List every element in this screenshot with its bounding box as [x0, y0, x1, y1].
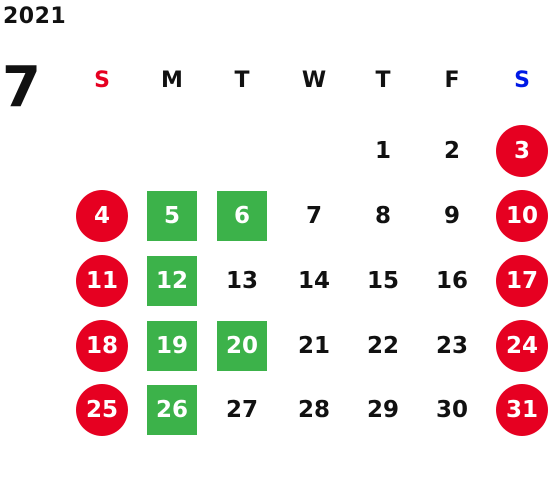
day-12-highlighted: 12 — [147, 256, 197, 306]
weekday-saturday: S — [514, 68, 530, 93]
day-21: 21 — [297, 333, 330, 359]
day-27: 27 — [225, 397, 258, 423]
day-8: 8 — [374, 203, 391, 229]
day-4-holiday: 4 — [76, 190, 128, 242]
day-3-holiday: 3 — [496, 125, 548, 177]
weekday-thursday: T — [375, 68, 391, 93]
day-24-holiday: 24 — [496, 320, 548, 372]
day-19-highlighted: 19 — [147, 321, 197, 371]
day-5-highlighted: 5 — [147, 191, 197, 241]
day-14: 14 — [297, 268, 330, 294]
day-28: 28 — [297, 397, 330, 423]
day-18-holiday: 18 — [76, 320, 128, 372]
day-30: 30 — [435, 397, 468, 423]
day-29: 29 — [366, 397, 399, 423]
day-22: 22 — [366, 333, 399, 359]
day-17-holiday: 17 — [496, 255, 548, 307]
month-number: 7 — [2, 55, 41, 120]
day-13: 13 — [225, 268, 258, 294]
weekday-friday: F — [444, 68, 460, 93]
day-25-holiday: 25 — [76, 384, 128, 436]
day-2: 2 — [443, 138, 460, 164]
day-9: 9 — [443, 203, 460, 229]
weekday-monday: M — [161, 68, 183, 93]
day-23: 23 — [435, 333, 468, 359]
day-6-highlighted: 6 — [217, 191, 267, 241]
day-1: 1 — [374, 138, 391, 164]
day-15: 15 — [366, 268, 399, 294]
weekday-tuesday: T — [234, 68, 250, 93]
weekday-wednesday: W — [301, 68, 327, 93]
day-26-highlighted: 26 — [147, 385, 197, 435]
year-label: 2021 — [3, 4, 67, 29]
day-10-holiday: 10 — [496, 190, 548, 242]
day-16: 16 — [435, 268, 468, 294]
weekday-sunday: S — [94, 68, 110, 93]
day-31-holiday: 31 — [496, 384, 548, 436]
day-7: 7 — [305, 203, 322, 229]
day-11-holiday: 11 — [76, 255, 128, 307]
day-20-highlighted: 20 — [217, 321, 267, 371]
